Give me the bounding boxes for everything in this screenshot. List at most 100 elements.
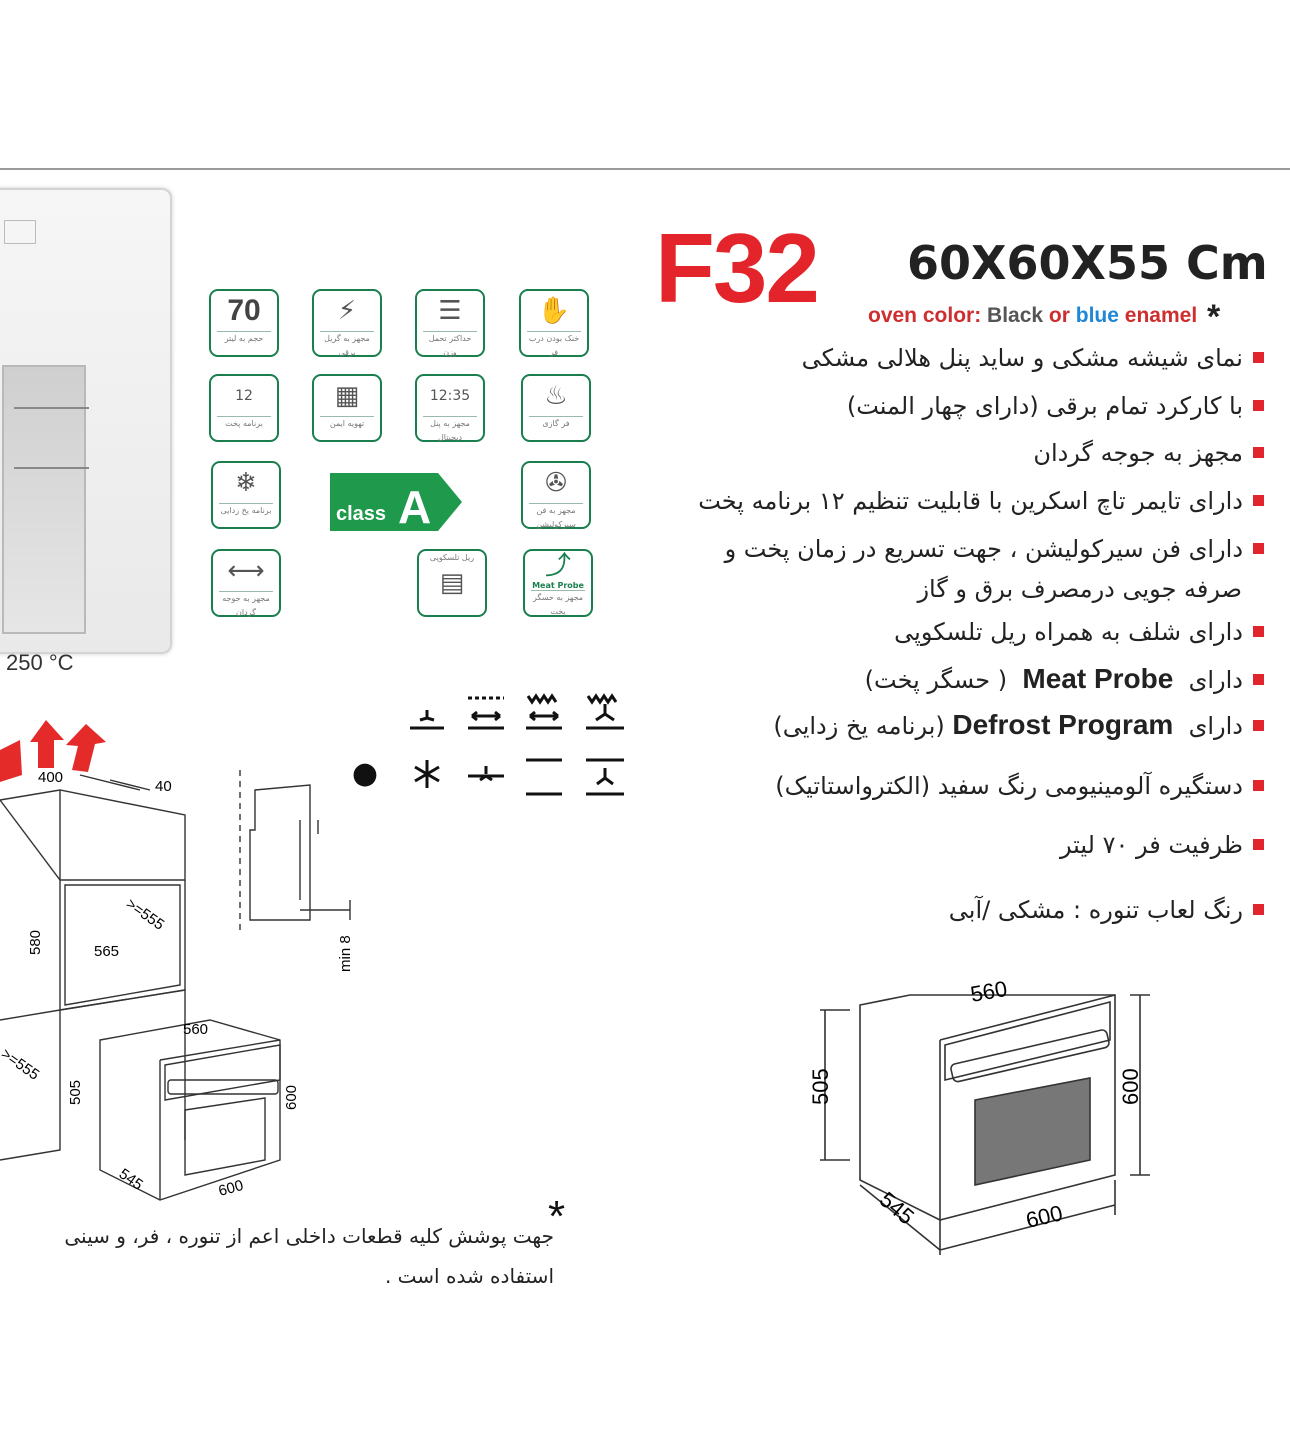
max-temperature: 250 °C bbox=[6, 650, 74, 675]
dim-560: 560 bbox=[183, 1021, 208, 1038]
dim-565: 565 bbox=[94, 943, 119, 960]
top-bottom-static-icon bbox=[526, 758, 562, 796]
feature-text: دارای تایمر تاچ اسکرین با قابلیت تنظیم ۱… bbox=[698, 487, 1243, 515]
lamp-icon: ● bbox=[351, 756, 379, 791]
function-symbols bbox=[410, 693, 624, 796]
product-dimensions: 60X60X55 Cm bbox=[907, 236, 1268, 290]
oven-rack bbox=[14, 467, 89, 469]
grill-heat-icon bbox=[526, 693, 562, 730]
programs-icon: 12 برنامه پخت bbox=[209, 374, 279, 442]
fan-icon bbox=[468, 766, 504, 782]
feature-text: دارای bbox=[1188, 712, 1243, 740]
bullet-icon bbox=[1253, 838, 1264, 850]
bullet-icon bbox=[1253, 625, 1264, 637]
rotisserie-caption: مجهز به جوجه گردان bbox=[219, 591, 273, 620]
feature-latin: Meat Probe bbox=[1022, 663, 1174, 694]
ventilation-icon: ▦ تهویه ایمن bbox=[312, 374, 382, 442]
feature-text: با کارکرد تمام برقی (دارای چهار المنت) bbox=[846, 392, 1243, 420]
feature-item: رنگ لعاب تنوره : مشکی /آبی bbox=[949, 890, 1264, 930]
bullet-icon bbox=[1253, 542, 1264, 554]
feature-text: رنگ لعاب تنوره : مشکی /آبی bbox=[948, 896, 1243, 924]
dim-width-560: 560 bbox=[969, 976, 1010, 1007]
model-number: F32 bbox=[655, 213, 820, 323]
dim-555b: >=555 bbox=[0, 1045, 42, 1083]
feature-item-continued: صرفه جویی درمصرف برق و گاز bbox=[917, 569, 1242, 609]
dim-545: 545 bbox=[116, 1165, 146, 1193]
dim-555: >=555 bbox=[123, 895, 168, 933]
feature-latin: Defrost Program bbox=[952, 709, 1174, 740]
note-line-1: جهت پوشش کلیه قطعات داخلی اعم از تنوره ،… bbox=[64, 1224, 554, 1248]
feature-item: دستگیره آلومینیومی رنگ سفید (الکترواستات… bbox=[775, 766, 1264, 806]
rail-caption: ریل تلسکوپی bbox=[429, 553, 475, 562]
bullet-icon bbox=[1253, 673, 1264, 685]
note-star: * bbox=[548, 1192, 566, 1241]
installation-diagram: 400 40 >=555 580 565 >=555 505 560 600 5… bbox=[0, 720, 354, 1201]
feature-item: نمای شیشه مشکی و ساید پنل هلالی مشکی bbox=[802, 338, 1264, 378]
capacity-caption: حجم به لیتر bbox=[217, 331, 271, 346]
cool-door-icon: ✋ خنک بودن درب فر bbox=[519, 289, 589, 357]
programs-caption: برنامه پخت bbox=[217, 416, 271, 431]
fan-bottom-heat-icon bbox=[410, 710, 444, 730]
dim-depth-545: 545 bbox=[875, 1187, 919, 1230]
feature-text: دارای فن سیرکولیشن ، جهت تسریع در زمان پ… bbox=[724, 535, 1243, 563]
dim-505: 505 bbox=[67, 1080, 84, 1105]
capacity-number: 70 bbox=[227, 294, 261, 327]
energy-class-badge: class A bbox=[330, 473, 462, 531]
dim-600w: 600 bbox=[217, 1177, 246, 1200]
oven-photo bbox=[0, 188, 172, 654]
gas-caption: فر گازی bbox=[529, 416, 583, 431]
capacity-icon: 70 حجم به لیتر bbox=[209, 289, 279, 357]
feature-item: دارای Meat Probe ( حسگر پخت) bbox=[865, 659, 1264, 700]
feature-item: دارای شلف به همراه ریل تلسکوپی bbox=[894, 612, 1264, 652]
bullet-icon bbox=[1253, 399, 1264, 411]
oven-window bbox=[2, 365, 89, 634]
note-line-2: استفاده شده است . bbox=[384, 1264, 554, 1288]
bullet-icon bbox=[1253, 719, 1264, 731]
dim-width-600: 600 bbox=[1024, 1200, 1065, 1233]
feature-text: صرفه جویی درمصرف برق و گاز bbox=[917, 575, 1242, 603]
digital-display: 12:35 bbox=[429, 388, 471, 404]
digital-caption: مجهز به پنل دیجیتال bbox=[423, 416, 477, 445]
bullet-icon bbox=[1253, 351, 1264, 363]
dim-height-600: 600 bbox=[1118, 1068, 1143, 1105]
meat-probe-caption: مجهز به حسگر پخت bbox=[531, 590, 585, 619]
dim-580: 580 bbox=[27, 930, 44, 955]
weight-caption: حداکثر تحمل وزن bbox=[423, 331, 477, 360]
feature-text: ( حسگر پخت) bbox=[864, 666, 1008, 694]
feature-text: (برنامه یخ زدایی) bbox=[773, 712, 945, 740]
oven-color-star: * bbox=[1207, 298, 1221, 336]
dim-400: 400 bbox=[38, 769, 63, 786]
grill-fan-icon bbox=[586, 693, 624, 730]
bullet-icon bbox=[1253, 494, 1264, 506]
oven-color-blue: blue bbox=[1075, 304, 1119, 327]
dim-height-505: 505 bbox=[808, 1068, 833, 1105]
dim-600h: 600 bbox=[283, 1085, 300, 1110]
control-panel bbox=[4, 220, 36, 244]
gas-flame-icon: ♨ فر گازی bbox=[521, 374, 591, 442]
feature-item: با کارکرد تمام برقی (دارای چهار المنت) bbox=[847, 386, 1264, 426]
weight-capacity-icon: ☰ حداکثر تحمل وزن bbox=[415, 289, 485, 357]
programs-number: 12 bbox=[235, 388, 253, 404]
feature-text: مجهز به جوجه گردان bbox=[1033, 439, 1243, 467]
telescopic-rail-icon: ریل تلسکوپی ▤ bbox=[417, 549, 487, 617]
feature-text: نمای شیشه مشکی و ساید پنل هلالی مشکی bbox=[801, 344, 1243, 372]
feature-text: دستگیره آلومینیومی رنگ سفید (الکترواستات… bbox=[775, 772, 1243, 800]
dim-40: 40 bbox=[155, 778, 172, 795]
digital-panel-icon: 12:35 مجهز به پنل دیجیتال bbox=[415, 374, 485, 442]
bullet-icon bbox=[1253, 903, 1264, 915]
grill-caption: مجهز به گریل برقی bbox=[320, 331, 374, 360]
feature-item: مجهز به جوجه گردان bbox=[1033, 433, 1264, 473]
oven-color-or: or bbox=[1048, 304, 1070, 327]
energy-class-label: class bbox=[336, 503, 386, 525]
defrost-caption: برنامه یخ زدایی bbox=[219, 503, 273, 518]
meat-probe-label: Meat Probe bbox=[532, 581, 584, 590]
meat-probe-icon: ⤴ Meat Probe مجهز به حسگر پخت bbox=[523, 549, 593, 617]
feature-text: ظرفیت فر ۷۰ لیتر bbox=[1059, 831, 1243, 859]
oven-color-label: oven color: bbox=[868, 304, 982, 327]
cool-caption: خنک بودن درب فر bbox=[527, 331, 581, 360]
top-bottom-heat-icon bbox=[468, 696, 504, 730]
vent-caption: تهویه ایمن bbox=[320, 416, 374, 431]
feature-text: دارای شلف به همراه ریل تلسکوپی bbox=[894, 618, 1243, 646]
oven-dimension-diagram: 560 505 600 545 600 bbox=[808, 976, 1150, 1255]
oven-color-black: Black bbox=[987, 304, 1044, 327]
